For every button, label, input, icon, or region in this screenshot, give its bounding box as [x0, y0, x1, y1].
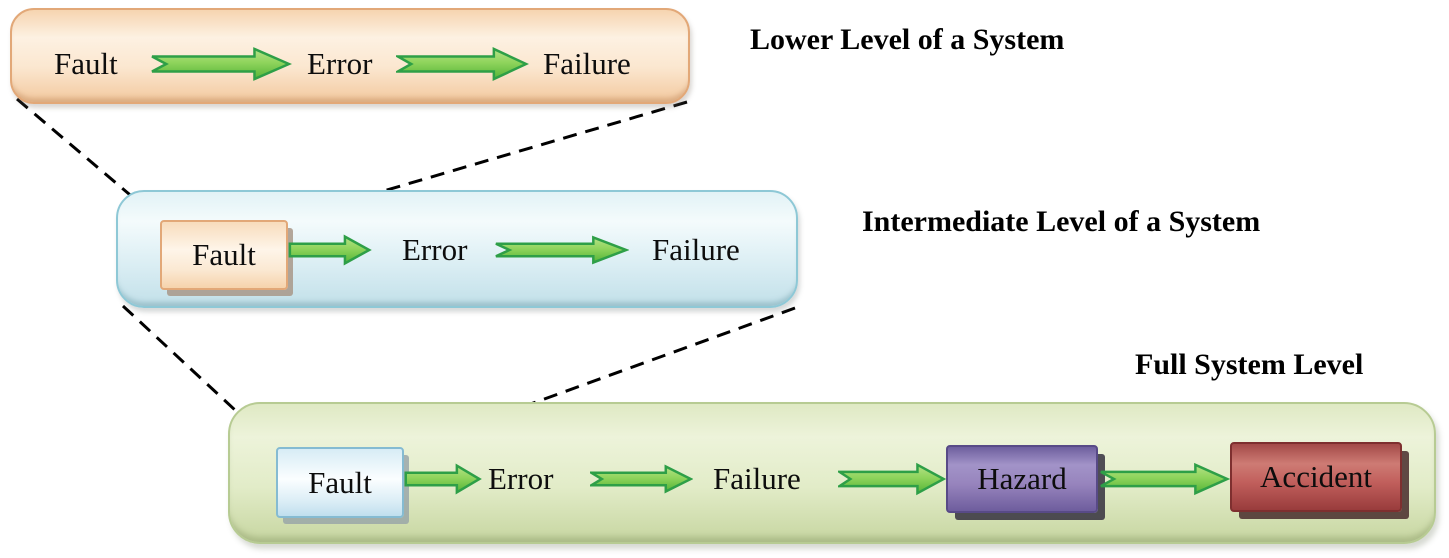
full-system-panel: Fault Error Failure Hazard Accident — [228, 402, 1436, 544]
lower-failure-label: Failure — [543, 46, 631, 81]
flow-arrow-icon — [288, 234, 372, 266]
full-failure-label: Failure — [713, 461, 801, 496]
full-system-level-title: Full System Level — [1135, 348, 1364, 381]
flow-arrow-icon — [404, 463, 482, 495]
full-fault-box: Fault — [276, 447, 404, 518]
intermediate-fault-label: Fault — [192, 237, 256, 272]
intermediate-level-title: Intermediate Level of a System — [862, 205, 1261, 238]
lower-fault-label: Fault — [54, 46, 118, 81]
flow-arrow-icon — [494, 235, 629, 265]
lower-level-panel: Fault Error Failure — [10, 8, 690, 104]
flow-arrow-icon — [590, 464, 693, 494]
intermediate-error-label: Error — [402, 232, 468, 267]
intermediate-failure-label: Failure — [652, 232, 740, 267]
intermediate-fault-box: Fault — [160, 220, 288, 290]
full-hazard-box: Hazard — [946, 445, 1098, 513]
flow-arrow-icon — [838, 462, 946, 496]
full-fault-label: Fault — [308, 464, 372, 500]
full-accident-box: Accident — [1230, 442, 1402, 512]
full-accident-label: Accident — [1260, 459, 1372, 494]
full-hazard-label: Hazard — [977, 461, 1067, 496]
intermediate-level-panel: Fault Error Failure — [116, 190, 798, 308]
full-error-label: Error — [488, 461, 554, 496]
flow-arrow-icon — [1099, 462, 1230, 496]
flow-arrow-icon — [396, 46, 529, 82]
lower-level-title: Lower Level of a System — [750, 23, 1065, 56]
flow-arrow-icon — [150, 46, 292, 82]
lower-error-label: Error — [307, 46, 373, 81]
